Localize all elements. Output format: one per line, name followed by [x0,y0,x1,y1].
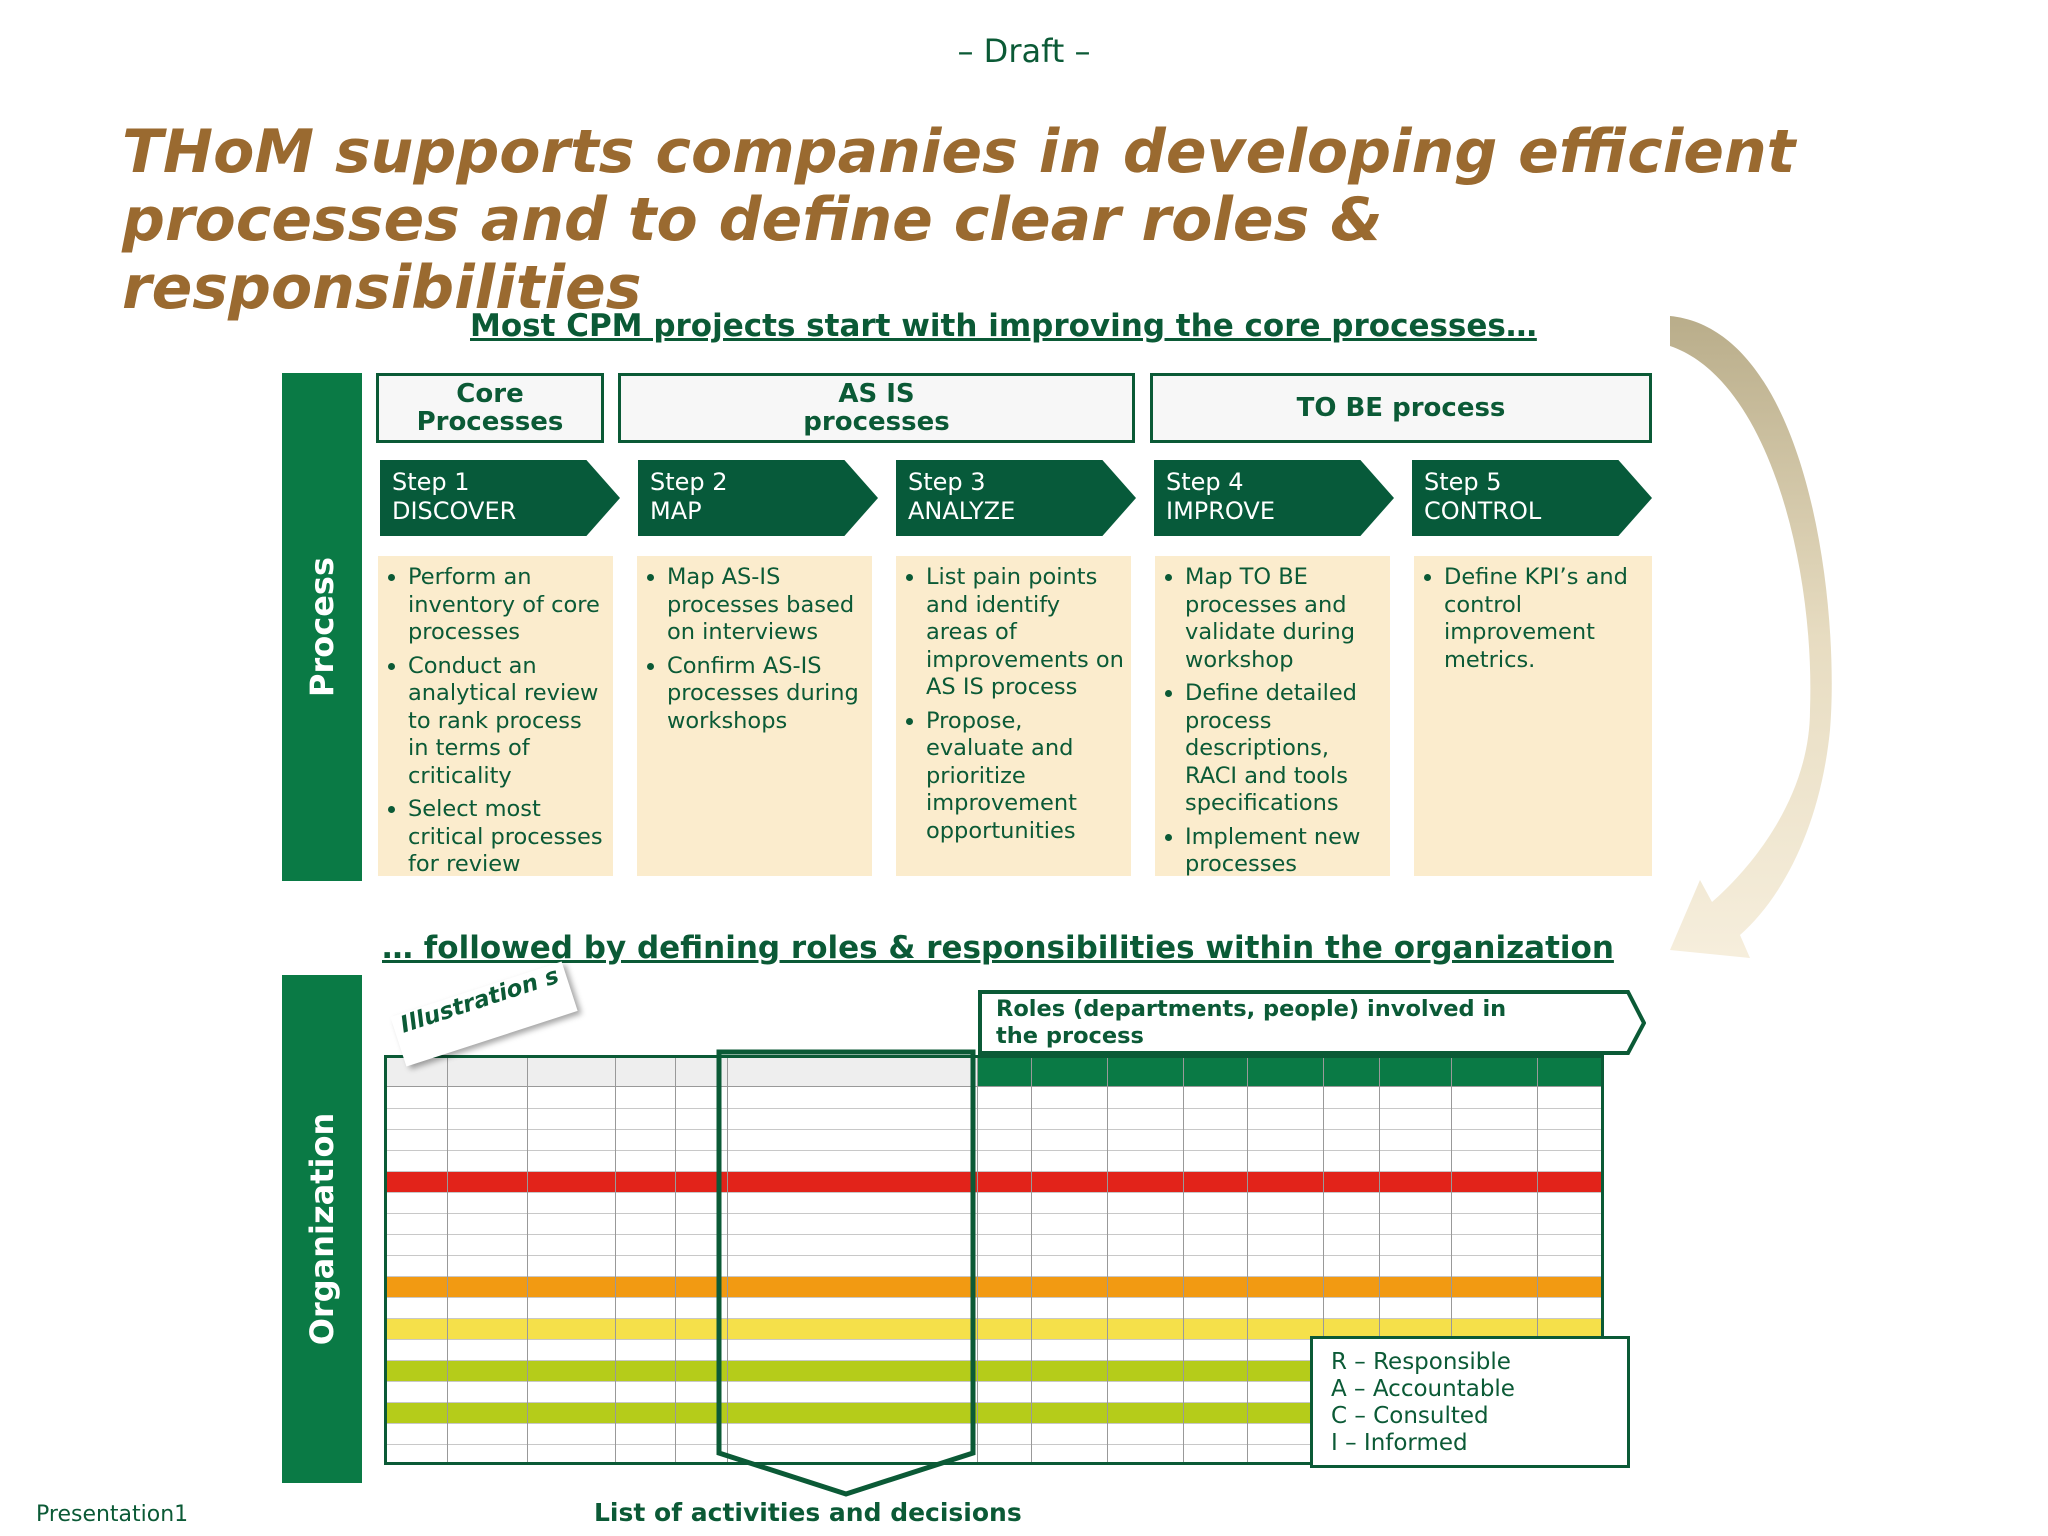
phase-label: TO BE process [1296,393,1506,423]
table-row [387,1172,1601,1193]
step-number: Step 4 [1166,468,1244,496]
table-row [387,1340,1601,1361]
curved-arrow-icon [1670,316,1832,958]
table-row [387,1109,1601,1130]
draft-label: – Draft – [957,32,1091,70]
step-name: ANALYZE [908,497,1016,525]
column-divider [1537,1058,1538,1462]
bullet: Propose, evaluate and prioritize improve… [926,708,1125,846]
step-2-description: Map AS-IS processes based on interviews … [637,556,872,876]
roles-callout-shape [978,990,1646,1055]
table-row [387,1424,1601,1445]
column-divider [727,1058,728,1462]
phase-core-processes: Core Processes [376,373,604,443]
step-number: Step 3 [908,468,986,496]
bullet: List pain points and identify areas of i… [926,564,1125,702]
bullet: Map AS-IS processes based on interviews [667,564,866,647]
process-sidebar: Process [282,373,362,881]
column-divider [1247,1058,1248,1462]
file-name-footer: Presentation1 [36,1502,189,1527]
table-row [387,1445,1601,1462]
step-name: IMPROVE [1166,497,1275,525]
table-row [387,1256,1601,1277]
column-divider [1031,1058,1032,1462]
column-divider [447,1058,448,1462]
organization-sidebar-label: Organization [303,1112,341,1346]
process-sidebar-label: Process [303,557,341,697]
step-5-description: Define KPI’s and control improvement met… [1414,556,1652,876]
raci-illustration-table [384,1055,1604,1465]
table-row [387,1130,1601,1151]
table-row [387,1403,1601,1424]
illustration-tag: Illustration s [390,961,578,1067]
page-title: THoM supports companies in developing ef… [122,117,1796,323]
step-3-chevron: Step 3 ANALYZE [896,460,1136,536]
bullet: Confirm AS-IS processes during workshops [667,653,866,736]
table-row [387,1235,1601,1256]
column-divider [977,1058,978,1462]
process-section-heading: Most CPM projects start with improving t… [470,308,1537,344]
table-row [387,1214,1601,1235]
step-2-chevron: Step 2 MAP [638,460,878,536]
phase-to-be: TO BE process [1150,373,1652,443]
legend-item: C – Consulted [1331,1403,1489,1429]
table-row [387,1361,1601,1382]
step-1-chevron: Step 1 DISCOVER [380,460,620,536]
step-name: CONTROL [1424,497,1542,525]
column-divider [615,1058,616,1462]
legend-item: A – Accountable [1331,1376,1515,1402]
table-row [387,1277,1601,1298]
step-number: Step 1 [392,468,470,496]
column-divider [1183,1058,1184,1462]
step-4-chevron: Step 4 IMPROVE [1154,460,1394,536]
column-divider [1107,1058,1108,1462]
step-4-description: Map TO BE processes and validate during … [1155,556,1390,879]
column-divider [1323,1058,1324,1462]
activities-caption: List of activities and decisions [594,1498,1022,1527]
table-row [387,1319,1601,1340]
column-divider [1451,1058,1452,1462]
table-row [387,1088,1601,1109]
step-number: Step 5 [1424,468,1502,496]
column-divider [527,1058,528,1462]
step-3-description: List pain points and identify areas of i… [896,556,1131,876]
step-5-chevron: Step 5 CONTROL [1412,460,1652,536]
table-row [387,1151,1601,1172]
step-number: Step 2 [650,468,728,496]
table-row [387,1382,1601,1403]
step-1-description: Perform an inventory of core processes C… [378,556,613,879]
step-name: MAP [650,497,702,525]
column-divider [675,1058,676,1462]
bullet: Conduct an analytical review to rank pro… [408,653,607,791]
bullet: Map TO BE processes and validate during … [1185,564,1384,674]
roles-callout-text: Roles (departments, people) involved in … [996,996,1507,1049]
bullet: Implement new processes [1185,824,1384,879]
legend-item: I – Informed [1331,1430,1468,1456]
bullet: Perform an inventory of core processes [408,564,607,647]
roles-header-band [977,1058,1601,1086]
bullet: Select most critical processes for revie… [408,796,607,879]
phase-label: AS IS processes [803,379,950,437]
bullet: Define detailed process descriptions, RA… [1185,680,1384,818]
column-divider [1379,1058,1380,1462]
phase-label: Core Processes [416,379,564,437]
organization-sidebar: Organization [282,975,362,1483]
legend-item: R – Responsible [1331,1349,1511,1375]
phase-as-is: AS IS processes [618,373,1135,443]
activities-column-highlight [716,1049,976,1497]
step-name: DISCOVER [392,497,517,525]
bullet: Define KPI’s and control improvement met… [1444,564,1646,674]
table-row [387,1298,1601,1319]
organization-section-heading: … followed by defining roles & responsib… [382,930,1614,966]
table-row [387,1193,1601,1214]
raci-legend: R – Responsible A – Accountable C – Cons… [1310,1336,1630,1468]
